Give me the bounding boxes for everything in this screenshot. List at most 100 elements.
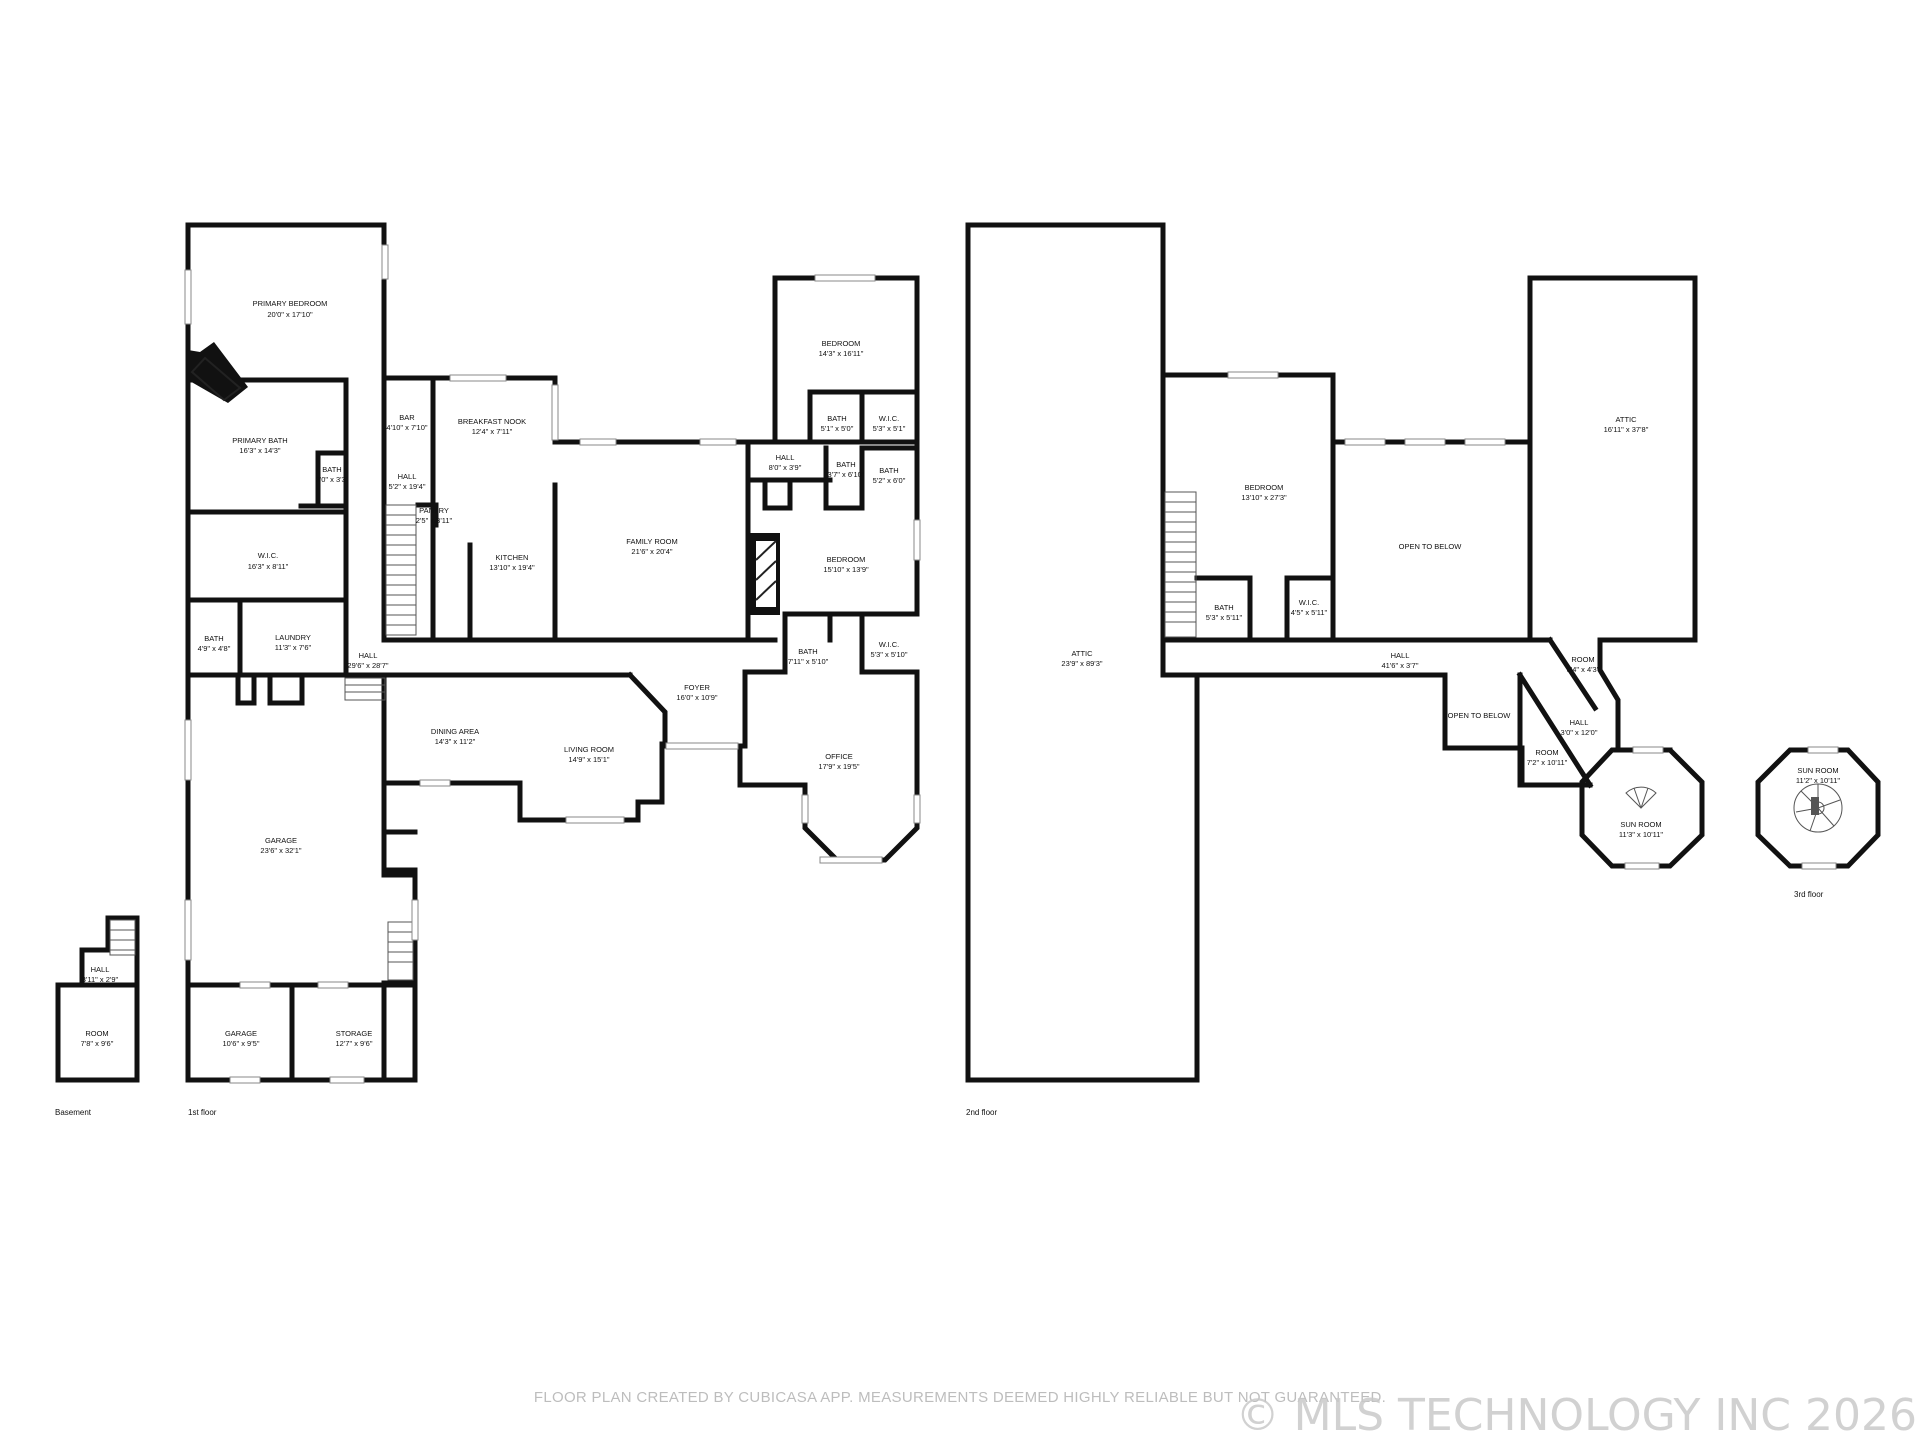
room-dim-foyer: 16'0" x 10'9" bbox=[676, 693, 717, 702]
room-dim-primary-bath: 16'3" x 14'3" bbox=[239, 446, 280, 455]
room-name-room-up: ROOM bbox=[1535, 748, 1558, 757]
room-dim-hall-main: 29'6" x 28'7" bbox=[347, 661, 388, 670]
room-dim-bedroom-2: 15'10" x 13'9" bbox=[823, 565, 869, 574]
room-name-garage-main: GARAGE bbox=[265, 836, 297, 845]
room-name-bath-b1: BATH bbox=[827, 414, 846, 423]
room-name-bath-b3: BATH bbox=[798, 647, 817, 656]
room-name-bedroom-2: BEDROOM bbox=[827, 555, 866, 564]
room-name-hall-main: HALL bbox=[359, 651, 378, 660]
room-dim-bath-b2a: 3'7" x 6'10" bbox=[828, 470, 865, 479]
room-dim-bedroom-up: 13'10" x 27'3" bbox=[1241, 493, 1287, 502]
room-dim-wic-b3: 5'3" x 5'10" bbox=[871, 650, 908, 659]
disclaimer-text: FLOOR PLAN CREATED BY CUBICASA APP. MEAS… bbox=[533, 1389, 1387, 1406]
spiral-stair-landing bbox=[1811, 797, 1819, 815]
floor-label-basement: Basement bbox=[55, 1108, 92, 1117]
floor-label-third: 3rd floor bbox=[1794, 890, 1824, 899]
room-dim-breakfast-nook: 12'4" x 7'11" bbox=[472, 427, 513, 436]
room-name-hall-bar: HALL bbox=[398, 472, 417, 481]
room-name-breakfast-nook: BREAKFAST NOOK bbox=[458, 417, 526, 426]
room-dim-living-room: 14'9" x 15'1" bbox=[568, 755, 609, 764]
primary-fireplace-hearth bbox=[190, 356, 242, 402]
room-name-sun-room-2: SUN ROOM bbox=[1620, 820, 1661, 829]
room-dim-kitchen: 13'10" x 19'4" bbox=[489, 563, 535, 572]
room-name-family-room: FAMILY ROOM bbox=[626, 537, 677, 546]
room-dim-bedroom-1: 14'3" x 16'11" bbox=[819, 349, 864, 358]
room-name-laundry: LAUNDRY bbox=[275, 633, 311, 642]
room-dim-room-up-small: 3'4" x 4'3" bbox=[1567, 665, 1600, 674]
room-name-storage: STORAGE bbox=[336, 1029, 373, 1038]
room-dim-hall-b1: 8'0" x 3'9" bbox=[769, 463, 802, 472]
first-floor-stairs bbox=[344, 504, 417, 981]
room-name-wic-b3: W.I.C. bbox=[879, 640, 899, 649]
room-name-attic-large: ATTIC bbox=[1071, 649, 1093, 658]
floor-labels: Basement 1st floor 2nd floor 3rd floor bbox=[55, 890, 1824, 1117]
floor-label-second: 2nd floor bbox=[966, 1108, 997, 1117]
room-name-hall-up-small: HALL bbox=[1570, 718, 1589, 727]
room-name-bath-b2b: BATH bbox=[879, 466, 898, 475]
floor-label-first: 1st floor bbox=[188, 1108, 217, 1117]
room-dim-bath-b3: 7'11" x 5'10" bbox=[788, 657, 829, 666]
room-dim-hall-up: 41'6" x 3'7" bbox=[1382, 661, 1419, 670]
primary-fireplace bbox=[188, 342, 248, 403]
room-name-bath-laundry: BATH bbox=[204, 634, 223, 643]
room-name-bath-up: BATH bbox=[1214, 603, 1233, 612]
room-dim-bar: 4'10" x 7'10" bbox=[386, 423, 427, 432]
room-name-bath-small: BATH bbox=[322, 465, 341, 474]
copyright-watermark: © MLS TECHNOLOGY INC 2026 bbox=[1235, 1390, 1917, 1440]
room-dim-primary-bedroom: 20'0" x 17'10" bbox=[267, 310, 313, 319]
first-floor-windows bbox=[184, 244, 921, 1084]
spiral-stairs bbox=[1625, 783, 1843, 833]
room-name-kitchen: KITCHEN bbox=[496, 553, 529, 562]
room-name-garage-small: GARAGE bbox=[225, 1029, 257, 1038]
room-name-basement-room: ROOM bbox=[85, 1029, 108, 1038]
room-name-open-below-2: OPEN TO BELOW bbox=[1448, 711, 1512, 720]
room-dim-bath-small: 3'0" x 3'3" bbox=[316, 475, 349, 484]
room-dim-attic-right: 16'11" x 37'8" bbox=[1604, 425, 1649, 434]
room-dim-room-up: 7'2" x 10'11" bbox=[1527, 758, 1568, 767]
room-name-hall-up: HALL bbox=[1391, 651, 1410, 660]
room-dim-bath-b2b: 5'2" x 6'0" bbox=[873, 476, 906, 485]
room-dim-basement-hall: 3'11" x 2'9" bbox=[82, 975, 119, 984]
room-name-room-up-small: ROOM bbox=[1571, 655, 1594, 664]
room-name-basement-hall: HALL bbox=[91, 965, 110, 974]
room-dim-sun-room-3: 11'2" x 10'11" bbox=[1796, 776, 1841, 785]
room-dim-bath-b1: 5'1" x 5'0" bbox=[821, 424, 854, 433]
room-dim-bath-laundry: 4'9" x 4'8" bbox=[198, 644, 231, 653]
room-name-open-below-1: OPEN TO BELOW bbox=[1399, 542, 1463, 551]
room-name-attic-right: ATTIC bbox=[1615, 415, 1637, 424]
room-dim-hall-bar: 5'2" x 19'4" bbox=[389, 482, 426, 491]
room-name-living-room: LIVING ROOM bbox=[564, 745, 614, 754]
room-name-wic-primary: W.I.C. bbox=[258, 551, 278, 560]
room-name-bar: BAR bbox=[399, 413, 415, 422]
room-labels: PRIMARY BEDROOM 20'0" x 17'10" PRIMARY B… bbox=[81, 299, 1841, 1048]
room-dim-dining-area: 14'3" x 11'2" bbox=[435, 737, 476, 746]
room-name-sun-room-3: SUN ROOM bbox=[1797, 766, 1838, 775]
room-name-pantry: PANTRY bbox=[419, 506, 449, 515]
room-name-primary-bath: PRIMARY BATH bbox=[232, 436, 287, 445]
room-dim-basement-room: 7'8" x 9'6" bbox=[81, 1039, 114, 1048]
room-name-wic-b1: W.I.C. bbox=[879, 414, 899, 423]
room-dim-family-room: 21'6" x 20'4" bbox=[631, 547, 672, 556]
room-dim-garage-main: 23'6" x 32'1" bbox=[260, 846, 301, 855]
second-floor-stairs bbox=[1164, 491, 1197, 638]
room-dim-wic-up: 4'5" x 5'11" bbox=[1291, 608, 1328, 617]
room-name-dining-area: DINING AREA bbox=[431, 727, 479, 736]
room-dim-wic-b1: 5'3" x 5'1" bbox=[873, 424, 906, 433]
room-name-office: OFFICE bbox=[825, 752, 853, 761]
room-name-bedroom-1: BEDROOM bbox=[822, 339, 861, 348]
room-dim-hall-up-small: 3'0" x 12'0" bbox=[1561, 728, 1598, 737]
room-dim-pantry: 2'5" x 3'11" bbox=[416, 516, 453, 525]
room-dim-attic-large: 23'9" x 89'3" bbox=[1061, 659, 1102, 668]
room-dim-storage: 12'7" x 9'6" bbox=[336, 1039, 373, 1048]
room-name-primary-bedroom: PRIMARY BEDROOM bbox=[253, 299, 328, 308]
room-dim-bath-up: 5'3" x 5'11" bbox=[1206, 613, 1243, 622]
room-dim-sun-room-2: 11'3" x 10'11" bbox=[1619, 830, 1664, 839]
second-floor-windows bbox=[1227, 371, 1839, 870]
room-dim-wic-primary: 16'3" x 8'11" bbox=[248, 562, 289, 571]
room-dim-laundry: 11'3" x 7'6" bbox=[275, 643, 312, 652]
room-name-hall-b1: HALL bbox=[776, 453, 795, 462]
room-dim-office: 17'9" x 19'5" bbox=[818, 762, 859, 771]
room-name-foyer: FOYER bbox=[684, 683, 710, 692]
